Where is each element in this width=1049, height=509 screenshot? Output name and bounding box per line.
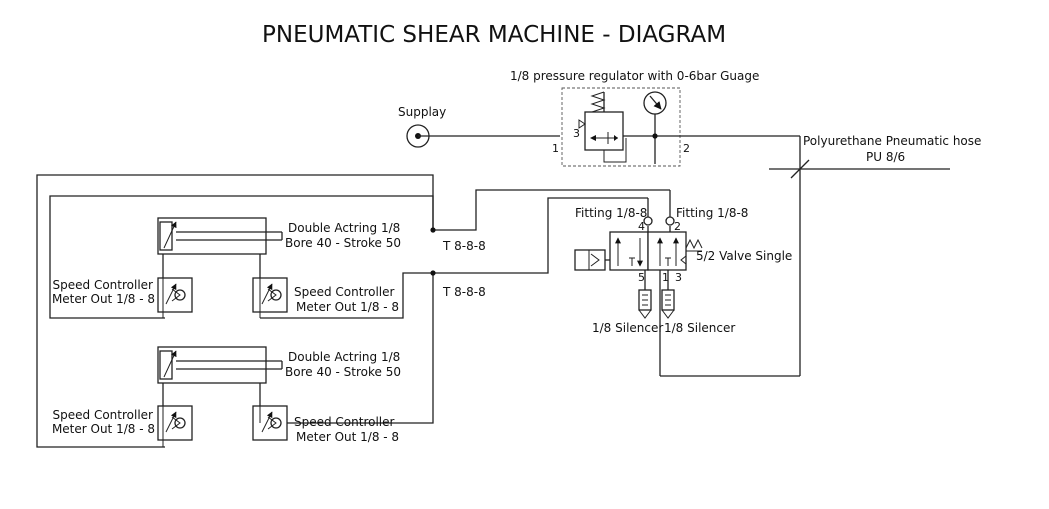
valve-to-tee-lines bbox=[36, 174, 670, 448]
cylinder-1-spec: Bore 40 - Stroke 50 bbox=[285, 236, 401, 250]
regulator-port-exhaust: 3 bbox=[573, 127, 580, 140]
valve-port-4: 4 bbox=[638, 220, 645, 233]
hose-label: Polyurethane Pneumatic hose bbox=[803, 134, 981, 148]
cylinder-2-label: Double Actring 1/8 bbox=[288, 350, 400, 364]
valve-label: 5/2 Valve Single bbox=[696, 249, 792, 263]
speed-controller-2-right-spec: Meter Out 1/8 - 8 bbox=[296, 430, 399, 444]
supply-source bbox=[406, 124, 560, 148]
speed-controller-1-left bbox=[157, 277, 193, 318]
speed-controller-2-right-label: Speed Controller bbox=[294, 415, 395, 429]
speed-controller-2-left-label: Speed Controller bbox=[53, 408, 154, 422]
regulator-port-out: 2 bbox=[683, 142, 690, 155]
diagram-title: PNEUMATIC SHEAR MACHINE - DIAGRAM bbox=[262, 22, 726, 48]
speed-controller-2-left bbox=[157, 405, 193, 447]
cylinder-2 bbox=[157, 346, 283, 406]
supply-label: Supplay bbox=[398, 105, 446, 119]
valve-fitting-left-label: Fitting 1/8-8 bbox=[575, 206, 647, 220]
cylinder-1 bbox=[157, 217, 283, 278]
speed-controller-2-right bbox=[252, 405, 288, 441]
speed-controller-1-left-label: Speed Controller bbox=[53, 278, 154, 292]
valve-port-2: 2 bbox=[674, 220, 681, 233]
hose-size-label: PU 8/6 bbox=[866, 150, 905, 164]
regulator-port-in: 1 bbox=[552, 142, 559, 155]
valve-fitting-right-label: Fitting 1/8-8 bbox=[676, 206, 748, 220]
speed-controller-2-left-spec: Meter Out 1/8 - 8 bbox=[52, 422, 155, 436]
speed-controller-1-right-label: Speed Controller bbox=[294, 285, 395, 299]
cylinder-1-label: Double Actring 1/8 bbox=[288, 221, 400, 235]
silencer-right bbox=[661, 270, 675, 319]
valve-port-1: 1 bbox=[662, 271, 669, 284]
speed-controller-1-right-spec: Meter Out 1/8 - 8 bbox=[296, 300, 399, 314]
valve-port-3: 3 bbox=[675, 271, 682, 284]
regulator-label: 1/8 pressure regulator with 0-6bar Guage bbox=[510, 69, 759, 83]
silencer-right-label: 1/8 Silencer bbox=[664, 321, 735, 335]
valve-5-2-single bbox=[574, 190, 703, 271]
tee-upper-label: T 8-8-8 bbox=[442, 239, 486, 253]
speed-controller-1-left-spec: Meter Out 1/8 - 8 bbox=[52, 292, 155, 306]
cylinder-2-spec: Bore 40 - Stroke 50 bbox=[285, 365, 401, 379]
valve-port-5: 5 bbox=[638, 271, 645, 284]
speed-controller-1-right bbox=[252, 277, 288, 318]
tee-lower-label: T 8-8-8 bbox=[442, 285, 486, 299]
supply-hose-line bbox=[659, 136, 950, 377]
silencer-left bbox=[638, 270, 652, 319]
pressure-regulator bbox=[561, 87, 800, 167]
silencer-left-label: 1/8 Silencer bbox=[592, 321, 663, 335]
